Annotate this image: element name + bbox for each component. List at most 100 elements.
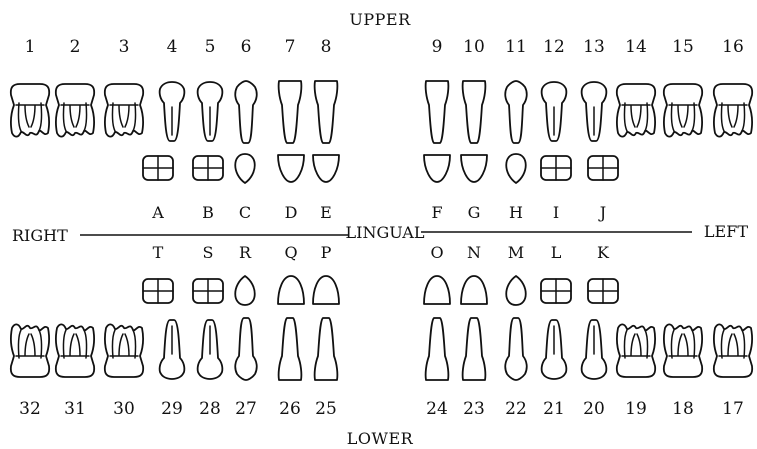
tooth-15: 15: [664, 37, 702, 137]
premolar-outline: [198, 320, 223, 379]
tooth-6: 6: [235, 37, 256, 143]
incisor-outline: [426, 318, 449, 380]
tooth-18: 18: [664, 324, 702, 419]
premolar-outline: [198, 82, 223, 141]
canine-outline: [505, 318, 526, 380]
tooth-number: 31: [64, 399, 86, 419]
primary-tooth-S: S: [193, 243, 223, 303]
tooth-number: 6: [241, 37, 252, 57]
tooth-letter: C: [239, 203, 251, 222]
tooth-16: 16: [714, 37, 752, 137]
premolar-outline: [582, 320, 607, 379]
incisor-shape: [279, 81, 302, 143]
primary-tooth-N: N: [461, 243, 487, 304]
tooth-letter: I: [553, 203, 559, 222]
primary-tooth-C: C: [235, 154, 255, 222]
tooth-letter: R: [239, 243, 252, 262]
primary-tooth-R: R: [235, 243, 255, 305]
tooth-1: 1: [11, 37, 49, 137]
tooth-number: 30: [113, 399, 135, 419]
incisor-shape: [463, 81, 486, 143]
tooth-number: 12: [543, 37, 565, 57]
canine-shape: [235, 81, 256, 143]
lower-heading: LOWER: [347, 429, 414, 448]
tooth-number: 13: [583, 37, 605, 57]
incisor-shape: [426, 81, 449, 143]
tooth-10: 10: [463, 37, 486, 143]
premolar-outline: [160, 82, 185, 141]
tooth-letter: P: [321, 243, 332, 262]
tooth-3: 3: [105, 37, 143, 137]
tooth-number: 1: [25, 37, 36, 57]
canine-outline: [505, 81, 526, 143]
tooth-number: 23: [463, 399, 485, 419]
molar-outline: [11, 84, 49, 137]
molar-shape: [11, 324, 49, 377]
molar-outline: [11, 324, 49, 377]
tooth-number: 8: [321, 37, 332, 57]
incisor-outline: [315, 318, 338, 380]
primary-tooth-I: I: [541, 156, 571, 222]
tooth-29: 29: [160, 320, 185, 419]
premolar-outline: [582, 82, 607, 141]
tooth-number: 15: [672, 37, 694, 57]
molar-shape: [617, 84, 655, 137]
tooth-number: 16: [722, 37, 744, 57]
tooth-letter: B: [202, 203, 214, 222]
tooth-28: 28: [198, 320, 223, 419]
tooth-letter: D: [285, 203, 298, 222]
tooth-number: 28: [199, 399, 221, 419]
primary-tooth-G: G: [461, 155, 487, 222]
primary-tooth-O: O: [424, 243, 450, 304]
primary-tooth-T: T: [143, 243, 173, 303]
left-label: LEFT: [704, 222, 748, 241]
tooth-letter: F: [431, 203, 442, 222]
tooth-23: 23: [463, 318, 486, 419]
tooth-number: 4: [167, 37, 178, 57]
canine-shape: [505, 81, 526, 143]
tooth-letter: Q: [284, 243, 297, 262]
incisor-shape: [315, 318, 338, 380]
tooth-letter: G: [468, 203, 481, 222]
lingual-label: LINGUAL: [346, 223, 425, 242]
tooth-26: 26: [279, 318, 302, 419]
primary-incisor-crown: [424, 155, 450, 182]
tooth-letter: H: [509, 203, 523, 222]
incisor-shape: [315, 81, 338, 143]
tooth-5: 5: [198, 37, 223, 141]
primary-tooth-F: F: [424, 155, 450, 222]
tooth-letter: A: [151, 203, 164, 222]
molar-shape: [664, 324, 702, 377]
tooth-number: 2: [70, 37, 81, 57]
tooth-number: 21: [543, 399, 565, 419]
tooth-number: 19: [625, 399, 647, 419]
tooth-30: 30: [105, 324, 143, 419]
tooth-number: 17: [722, 399, 744, 419]
tooth-letter: T: [153, 243, 164, 262]
molar-outline: [617, 324, 655, 377]
tooth-letter: O: [430, 243, 443, 262]
tooth-number: 14: [625, 37, 647, 57]
tooth-25: 25: [315, 318, 338, 419]
primary-tooth-M: M: [506, 243, 526, 305]
primary-canine-crown: [506, 276, 526, 305]
incisor-outline: [426, 81, 449, 143]
tooth-letter: N: [467, 243, 481, 262]
premolar-outline: [160, 320, 185, 379]
primary-tooth-J: J: [588, 156, 618, 222]
molar-shape: [56, 84, 94, 137]
tooth-number: 9: [432, 37, 443, 57]
tooth-letter: J: [598, 203, 606, 222]
primary-incisor-crown: [313, 276, 339, 304]
upper-heading: UPPER: [349, 10, 411, 29]
tooth-32: 32: [11, 324, 49, 419]
molar-shape: [11, 84, 49, 137]
right-label: RIGHT: [12, 226, 68, 245]
molar-outline: [664, 324, 702, 377]
tooth-14: 14: [617, 37, 655, 137]
primary-canine-crown: [235, 154, 255, 183]
